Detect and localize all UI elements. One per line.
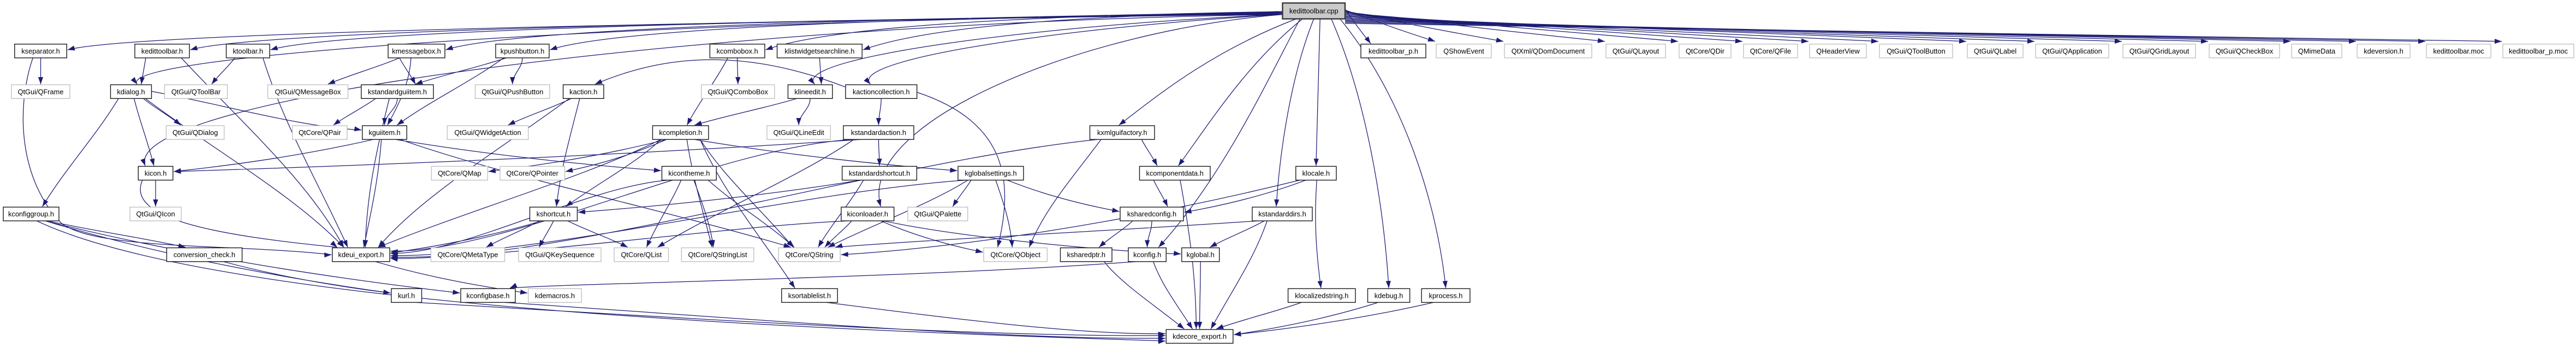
svg-text:kedittoolbar.h: kedittoolbar.h: [141, 47, 183, 55]
svg-text:QtCore/QMap: QtCore/QMap: [438, 169, 481, 178]
svg-text:klineedit.h: klineedit.h: [794, 87, 826, 96]
svg-text:kconfigbase.h: kconfigbase.h: [467, 291, 510, 299]
svg-text:klocalizedstring.h: klocalizedstring.h: [1295, 291, 1348, 299]
svg-text:QtGui/QPushButton: QtGui/QPushButton: [481, 87, 543, 96]
svg-text:ksortablelist.h: ksortablelist.h: [788, 291, 831, 299]
svg-text:QtXml/QDomDocument: QtXml/QDomDocument: [1512, 47, 1585, 55]
svg-text:kurl.h: kurl.h: [398, 291, 415, 299]
svg-text:klocale.h: klocale.h: [1302, 169, 1330, 178]
svg-text:ksharedconfig.h: ksharedconfig.h: [1127, 210, 1176, 218]
svg-text:kpushbutton.h: kpushbutton.h: [501, 47, 544, 55]
svg-text:ktoolbar.h: ktoolbar.h: [233, 47, 263, 55]
svg-text:QtCore/QPair: QtCore/QPair: [299, 128, 341, 137]
svg-text:kdebug.h: kdebug.h: [1375, 291, 1403, 299]
svg-text:kglobal.h: kglobal.h: [1187, 251, 1215, 259]
svg-text:kcomponentdata.h: kcomponentdata.h: [1146, 169, 1204, 178]
svg-text:kdecore_export.h: kdecore_export.h: [1173, 332, 1227, 340]
svg-text:kconfiggroup.h: kconfiggroup.h: [8, 210, 54, 218]
svg-text:ksharedptr.h: ksharedptr.h: [1067, 251, 1105, 259]
svg-text:kaction.h: kaction.h: [569, 87, 597, 96]
svg-text:kicon.h: kicon.h: [145, 169, 167, 178]
svg-text:kxmlguifactory.h: kxmlguifactory.h: [1097, 128, 1147, 137]
svg-text:kdeversion.h: kdeversion.h: [2364, 47, 2404, 55]
svg-text:QMimeData: QMimeData: [2298, 47, 2336, 55]
svg-text:conversion_check.h: conversion_check.h: [174, 251, 235, 259]
svg-text:QtCore/QPointer: QtCore/QPointer: [507, 169, 559, 178]
svg-text:QtGui/QGridLayout: QtGui/QGridLayout: [2129, 47, 2190, 55]
svg-text:QtGui/QLayout: QtGui/QLayout: [1613, 47, 1659, 55]
svg-text:kprocess.h: kprocess.h: [1429, 291, 1463, 299]
svg-text:QtGui/QApplication: QtGui/QApplication: [2042, 47, 2102, 55]
svg-text:QtGui/QIcon: QtGui/QIcon: [136, 210, 175, 218]
svg-text:QtCore/QList: QtCore/QList: [621, 251, 662, 259]
svg-text:QtCore/QMetaType: QtCore/QMetaType: [438, 251, 498, 259]
svg-text:kedittoolbar.cpp: kedittoolbar.cpp: [1289, 7, 1338, 15]
svg-text:QtGui/QCheckBox: QtGui/QCheckBox: [2216, 47, 2274, 55]
svg-text:kcompletion.h: kcompletion.h: [659, 128, 702, 137]
svg-text:QShowEvent: QShowEvent: [1443, 47, 1484, 55]
svg-text:kmessagebox.h: kmessagebox.h: [392, 47, 441, 55]
svg-text:QtGui/QDialog: QtGui/QDialog: [172, 128, 218, 137]
svg-text:QtGui/QMessageBox: QtGui/QMessageBox: [275, 87, 342, 96]
svg-text:kactioncollection.h: kactioncollection.h: [853, 87, 910, 96]
svg-text:kseparator.h: kseparator.h: [21, 47, 60, 55]
svg-text:kedittoolbar_p.moc: kedittoolbar_p.moc: [2509, 47, 2568, 55]
svg-text:kstandardguiitem.h: kstandardguiitem.h: [368, 87, 427, 96]
svg-text:kiconloader.h: kiconloader.h: [847, 210, 888, 218]
svg-text:kedittoolbar_p.h: kedittoolbar_p.h: [1369, 47, 1418, 55]
svg-text:QtGui/QLabel: QtGui/QLabel: [1974, 47, 2016, 55]
svg-text:kshortcut.h: kshortcut.h: [537, 210, 571, 218]
svg-text:QtGui/QToolBar: QtGui/QToolBar: [171, 87, 221, 96]
svg-text:QHeaderView: QHeaderView: [1816, 47, 1860, 55]
svg-text:kconfig.h: kconfig.h: [1133, 251, 1161, 259]
svg-text:QtGui/QWidgetAction: QtGui/QWidgetAction: [454, 128, 521, 137]
svg-text:QtGui/QComboBox: QtGui/QComboBox: [708, 87, 769, 96]
svg-text:kicontheme.h: kicontheme.h: [668, 169, 710, 178]
svg-text:kguiitem.h: kguiitem.h: [368, 128, 400, 137]
svg-text:kstandarddirs.h: kstandarddirs.h: [1258, 210, 1306, 218]
svg-text:QtGui/QLineEdit: QtGui/QLineEdit: [774, 128, 825, 137]
svg-text:QtCore/QString: QtCore/QString: [786, 251, 834, 259]
svg-text:QtGui/QPalette: QtGui/QPalette: [914, 210, 962, 218]
svg-text:QtCore/QObject: QtCore/QObject: [990, 251, 1040, 259]
svg-text:kstandardshortcut.h: kstandardshortcut.h: [849, 169, 910, 178]
svg-text:QtGui/QKeySequence: QtGui/QKeySequence: [525, 251, 594, 259]
svg-text:kdialog.h: kdialog.h: [117, 87, 145, 96]
svg-text:QtCore/QDir: QtCore/QDir: [1686, 47, 1725, 55]
svg-text:QtCore/QStringList: QtCore/QStringList: [688, 251, 748, 259]
svg-text:kdeui_export.h: kdeui_export.h: [338, 251, 384, 259]
svg-text:kcombobox.h: kcombobox.h: [717, 47, 758, 55]
svg-text:QtGui/QFrame: QtGui/QFrame: [18, 87, 64, 96]
svg-text:kdemacros.h: kdemacros.h: [535, 291, 575, 299]
svg-text:QtCore/QFile: QtCore/QFile: [1750, 47, 1791, 55]
svg-text:kglobalsettings.h: kglobalsettings.h: [965, 169, 1016, 178]
svg-text:klistwidgetsearchline.h: klistwidgetsearchline.h: [784, 47, 854, 55]
svg-text:QtGui/QToolButton: QtGui/QToolButton: [1887, 47, 1945, 55]
svg-text:kstandardaction.h: kstandardaction.h: [851, 128, 906, 137]
svg-text:kedittoolbar.moc: kedittoolbar.moc: [2433, 47, 2484, 55]
